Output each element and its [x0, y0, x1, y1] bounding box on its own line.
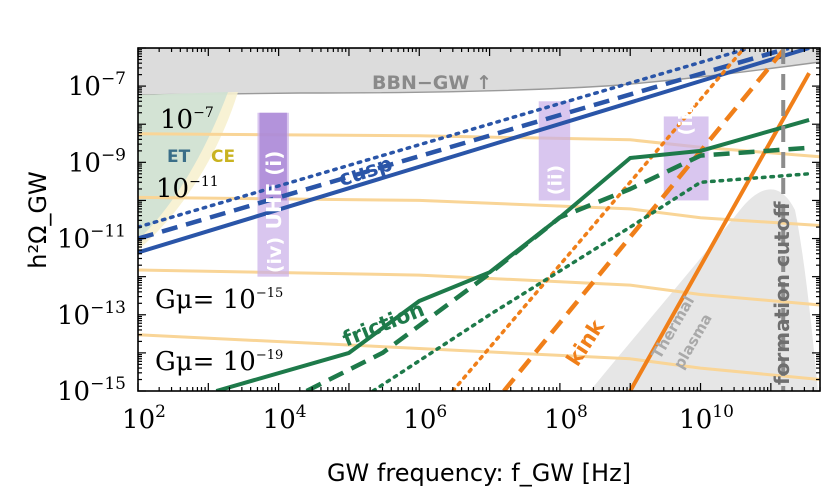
y-tick-label-base: 10 [68, 148, 101, 178]
series-cusp-dotted [138, 48, 752, 229]
formation-cutoff-label: formation cutoff [770, 201, 794, 385]
gmu-label-1e-19: Gμ= 10−19 [155, 347, 283, 377]
uhf-band-ii-label: (ii) [544, 165, 566, 195]
y-tick-label-exp: −7 [101, 69, 126, 89]
gmu-label-1e-7-base: 10 [160, 105, 193, 135]
y-tick-label-base: 10 [57, 301, 90, 331]
x-tick-label-exp: 6 [436, 402, 447, 422]
x-tick-label-base: 10 [263, 405, 296, 435]
x-tick-label-exp: 10 [712, 402, 734, 422]
series-kink-solid [628, 72, 811, 391]
y-tick-label-base: 10 [57, 225, 90, 255]
y-tick-label: 10−7 [68, 69, 126, 102]
x-tick-label-base: 10 [544, 405, 577, 435]
x-tick-label-base: 10 [679, 405, 712, 435]
kink-label: kink [562, 314, 610, 370]
x-tick-label: 106 [403, 402, 447, 435]
thermal-plasma-region [590, 189, 818, 391]
gmu-label-1e-7: 10−7 [160, 105, 214, 135]
y-tick-label-exp: −9 [101, 145, 126, 165]
bbn-gw-label: BBN−GW ↑ [372, 72, 492, 94]
gmu-label-1e-11-exp: −11 [189, 174, 219, 190]
y-tick-label-exp: −15 [90, 374, 126, 394]
series-friction-dotted [371, 172, 811, 391]
gmu-label-1e-15-exp: −15 [256, 286, 283, 301]
y-tick-label-exp: −11 [90, 222, 126, 242]
x-tick-label-base: 10 [403, 405, 436, 435]
series-cusp-dashed [138, 48, 790, 241]
x-tick-label-exp: 4 [296, 402, 307, 422]
x-tick-label: 102 [122, 402, 166, 435]
y-tick-label-base: 10 [68, 72, 101, 102]
y-tick-label: 10−15 [57, 374, 126, 407]
et-label: ET [167, 147, 191, 167]
friction-label: friction [339, 297, 428, 351]
uhf-band-i-label: UHF (i) [262, 151, 286, 230]
x-tick-label-exp: 8 [577, 402, 588, 422]
uhf-band-iv-label: (iv) [264, 237, 286, 273]
x-tick-label-base: 10 [122, 405, 155, 435]
y-axis-label: h²Ω_GW [24, 171, 52, 269]
et-sensitivity-region [138, 92, 228, 240]
gmu-label-1e-19-base: Gμ= 10 [155, 347, 256, 377]
series-friction-dashed [305, 145, 810, 391]
uhf-band-iii-label: (iii) [675, 99, 697, 136]
gmu-label-1e-15-base: Gμ= 10 [155, 285, 256, 315]
bbn-gw-region [138, 48, 820, 96]
gmu-label-1e-11: 10−11 [156, 174, 219, 204]
x-tick-label: 108 [544, 402, 588, 435]
gmu-label-1e-7-exp: −7 [193, 105, 214, 121]
x-axis-label: GW frequency: f_GW [Hz] [327, 459, 631, 487]
gmu-background-line-4 [138, 333, 820, 381]
y-tick-label: 10−13 [57, 298, 126, 331]
gmu-background-line-1 [138, 132, 820, 159]
uhf-band-core [259, 112, 287, 201]
x-tick-label: 1010 [679, 402, 734, 435]
x-tick-label-exp: 2 [155, 402, 166, 422]
y-tick-label-exp: −13 [90, 298, 126, 318]
ce-label: CE [211, 147, 235, 167]
gmu-label-1e-15: Gμ= 10−15 [155, 285, 283, 315]
series-cusp-solid [138, 48, 810, 255]
x-tick-label: 104 [263, 402, 307, 435]
y-tick-label: 10−11 [57, 222, 126, 255]
gmu-background-line-3 [138, 268, 820, 307]
y-tick-label: 10−9 [68, 145, 126, 178]
y-tick-label-base: 10 [57, 377, 90, 407]
gmu-background-line-2 [138, 195, 820, 227]
gmu-label-1e-11-base: 10 [156, 174, 189, 204]
gmu-label-1e-19-exp: −19 [256, 348, 283, 363]
